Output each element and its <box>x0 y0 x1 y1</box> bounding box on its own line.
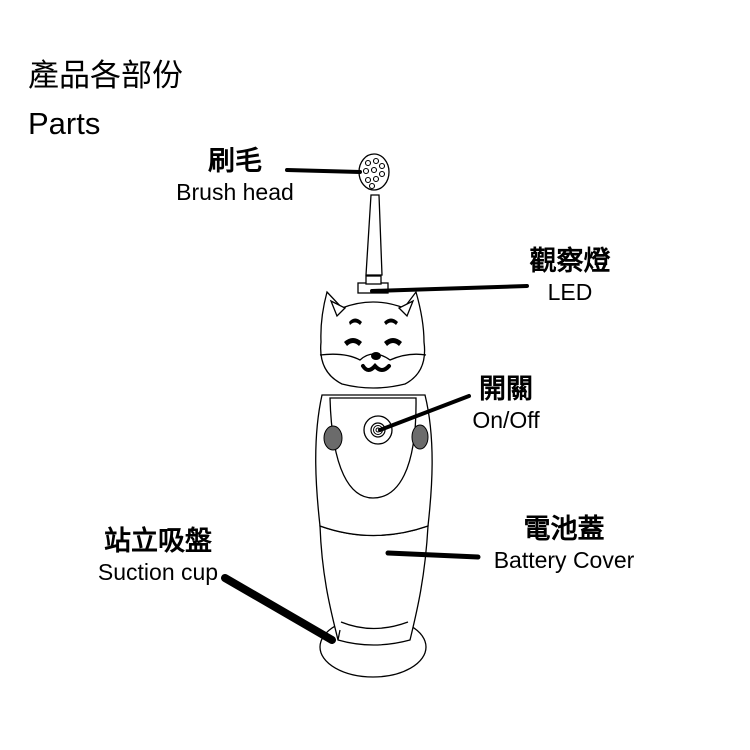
battery-cover-label-zh: 電池蓋 <box>523 514 605 545</box>
bristles <box>362 157 386 190</box>
label-led: 觀察燈 LED <box>520 246 620 306</box>
title-english: Parts <box>28 106 101 141</box>
cat-face <box>344 318 402 372</box>
power-label-zh: 開關 <box>479 374 533 405</box>
label-battery-cover: 電池蓋 Battery Cover <box>480 514 648 574</box>
left-arm <box>323 425 343 451</box>
right-arm <box>411 424 429 450</box>
label-brush-head: 刷毛 Brush head <box>165 146 305 206</box>
label-suction-cup: 站立吸盤 Suction cup <box>84 526 232 586</box>
led-label-zh: 觀察燈 <box>529 246 611 277</box>
title-chinese: 產品各部份 <box>28 58 183 93</box>
suction-cup-label-en: Suction cup <box>97 559 219 585</box>
battery-cover <box>319 525 429 646</box>
power-label-en: On/Off <box>472 407 540 433</box>
label-power: 開關 On/Off <box>464 374 548 434</box>
led-label-en: LED <box>547 279 593 305</box>
leader-lines <box>221 168 529 644</box>
suction-cup-label-zh: 站立吸盤 <box>104 526 212 557</box>
brush-head-label-zh: 刷毛 <box>208 146 262 177</box>
battery-cover-label-en: Battery Cover <box>493 547 635 573</box>
brush-head-label-en: Brush head <box>176 179 294 205</box>
brush-stem <box>365 194 383 276</box>
